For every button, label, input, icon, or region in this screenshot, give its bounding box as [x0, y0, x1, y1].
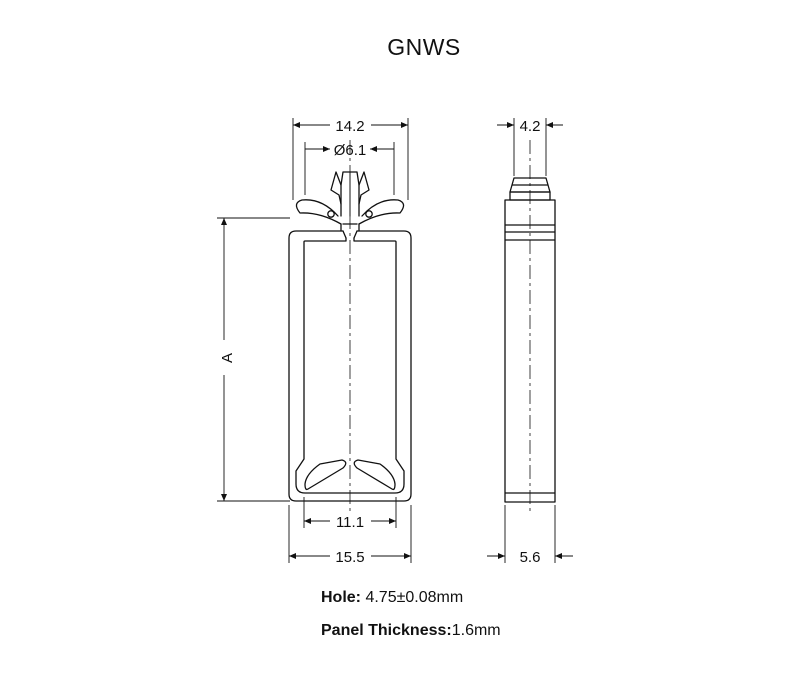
- drawing-title: GNWS: [387, 34, 461, 60]
- pin-left-hook: [330, 171, 342, 205]
- panel-thickness-spec: Panel Thickness:1.6mm: [321, 622, 501, 640]
- right-wing: [358, 199, 405, 225]
- panel-thickness-value: 1.6mm: [451, 622, 501, 639]
- hole-spec-value: 4.75±0.08mm: [361, 589, 464, 606]
- dim-side-top: 4.2: [497, 118, 563, 176]
- hole-spec: Hole: 4.75±0.08mm: [321, 589, 463, 607]
- left-barb: [304, 459, 347, 491]
- dim-hole-dia-label: Ø6.1: [334, 142, 367, 159]
- hole-spec-label: Hole:: [321, 589, 361, 606]
- pin-right-hook: [358, 171, 370, 205]
- dim-inner-width: 11.1: [303, 497, 397, 531]
- left-wing: [295, 199, 342, 225]
- dim-outer-width: 15.5: [288, 505, 412, 566]
- right-barb: [353, 459, 396, 491]
- dim-outer-width-label: 15.5: [335, 549, 364, 566]
- dim-side-width-label: 5.6: [520, 549, 541, 566]
- dim-height-label: A: [219, 353, 236, 363]
- dim-inner-width-label: 11.1: [336, 514, 364, 531]
- dim-side-width: 5.6: [487, 505, 573, 566]
- dim-top-width-label: 14.2: [335, 118, 364, 135]
- dim-height: A: [217, 217, 290, 502]
- panel-thickness-label: Panel Thickness:: [321, 622, 452, 639]
- dim-side-top-label: 4.2: [520, 118, 541, 135]
- dim-top-width: 14.2: [292, 118, 409, 200]
- dim-hole-dia: Ø6.1: [304, 142, 395, 195]
